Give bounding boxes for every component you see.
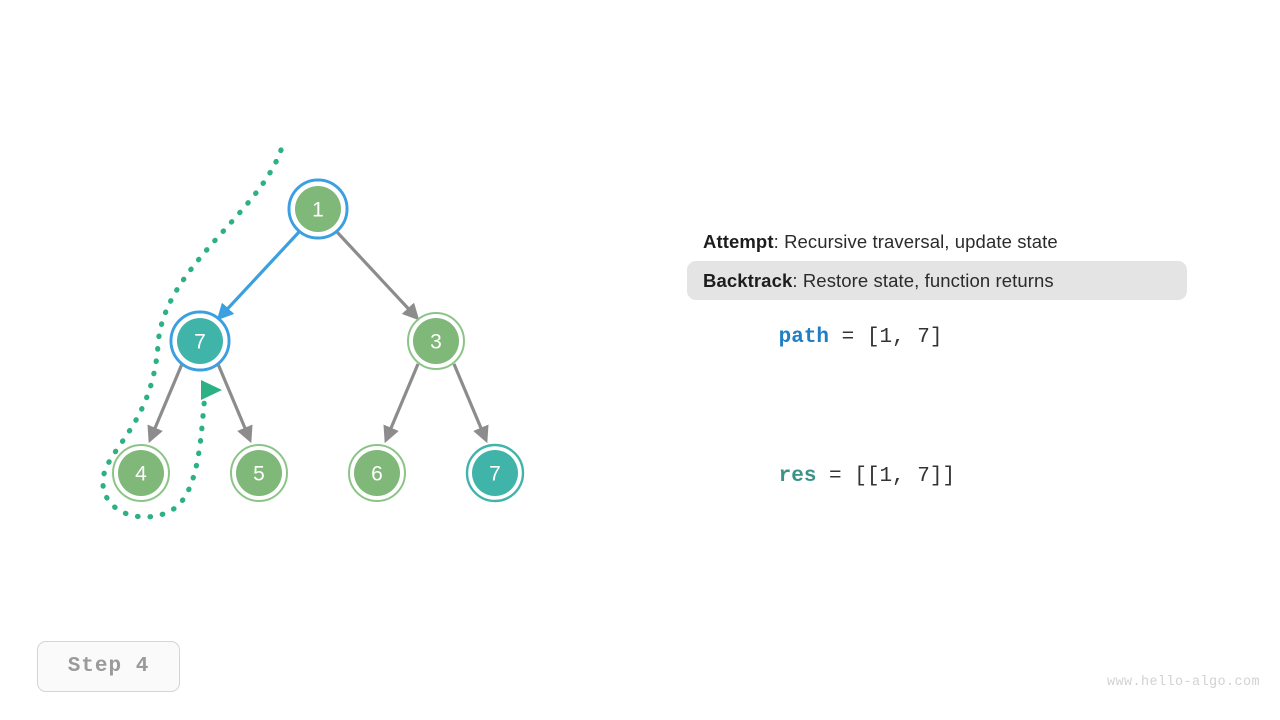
tree-node-3[interactable]: 3 xyxy=(407,312,465,370)
node-ring xyxy=(348,444,406,502)
edge-3-to-6 xyxy=(383,363,420,444)
edge-7left-to-5 xyxy=(216,363,253,444)
tree-node-7-left[interactable]: 7 xyxy=(169,310,231,372)
tree-node-4[interactable]: 4 xyxy=(112,444,170,502)
edge-7left-to-4 xyxy=(147,363,184,444)
edge-3-to-7right xyxy=(452,363,489,444)
node-value: 7 xyxy=(194,331,206,354)
node-ring xyxy=(112,444,170,502)
tree-node-7-right[interactable]: 7 xyxy=(465,443,525,503)
binary-tree-diagram: 1 7 3 4 5 xyxy=(100,147,525,520)
node-ring xyxy=(465,443,525,503)
info-panel: Attempt: Recursive traversal, update sta… xyxy=(687,222,1187,514)
watermark-text: www.hello-algo.com xyxy=(1106,675,1260,690)
backtrack-trace xyxy=(100,147,284,520)
variable-row-path: path = [1, 7] xyxy=(687,300,1187,375)
node-body xyxy=(472,450,518,496)
node-gap-ring xyxy=(290,181,346,237)
edge-1-to-7left xyxy=(216,230,301,321)
variable-value-res: [[1, 7]] xyxy=(854,465,956,489)
node-ring xyxy=(407,312,465,370)
variable-name-res: res xyxy=(778,465,817,489)
node-body xyxy=(118,450,164,496)
node-ring xyxy=(230,444,288,502)
variable-assign-res: = xyxy=(816,465,855,489)
attempt-description-row: Attempt: Recursive traversal, update sta… xyxy=(687,222,1187,261)
watermark: www.hello-algo.com xyxy=(1107,675,1260,690)
node-body xyxy=(177,318,223,364)
variable-row-res: res = [[1, 7]] xyxy=(687,439,1187,514)
node-value: 4 xyxy=(135,463,147,486)
variable-value-path: [1, 7] xyxy=(866,326,943,350)
backtrack-dotted-path xyxy=(100,147,284,520)
node-value: 3 xyxy=(430,331,442,354)
tree-edges xyxy=(147,230,489,444)
variable-name-path: path xyxy=(778,326,830,350)
node-value: 1 xyxy=(312,199,324,222)
node-value: 7 xyxy=(489,463,501,486)
backtrack-keyword: Backtrack xyxy=(703,270,793,292)
tree-node-6[interactable]: 6 xyxy=(348,444,406,502)
attempt-text: : Recursive traversal, update state xyxy=(773,231,1058,252)
node-active-ring xyxy=(287,178,349,240)
backtrack-arrow-icon xyxy=(201,380,222,400)
node-gap-ring xyxy=(172,313,228,369)
node-active-ring xyxy=(169,310,231,372)
variable-assign-path: = xyxy=(829,326,867,350)
step-badge: Step 4 xyxy=(37,641,180,692)
node-body xyxy=(295,186,341,232)
backtrack-description-row: Backtrack: Restore state, function retur… xyxy=(687,261,1187,301)
step-badge-label: Step 4 xyxy=(67,655,150,678)
attempt-keyword: Attempt xyxy=(703,231,774,252)
node-value: 5 xyxy=(253,463,265,486)
backtrack-text: : Restore state, function returns xyxy=(792,270,1054,292)
tree-node-1[interactable]: 1 xyxy=(287,178,349,240)
edge-1-to-3 xyxy=(335,230,420,321)
node-value: 6 xyxy=(371,463,383,486)
node-body xyxy=(354,450,400,496)
node-body xyxy=(413,318,459,364)
tree-node-5[interactable]: 5 xyxy=(230,444,288,502)
tree-nodes: 1 7 3 4 5 xyxy=(112,178,525,503)
panel-spacer xyxy=(687,375,1187,439)
node-body xyxy=(236,450,282,496)
